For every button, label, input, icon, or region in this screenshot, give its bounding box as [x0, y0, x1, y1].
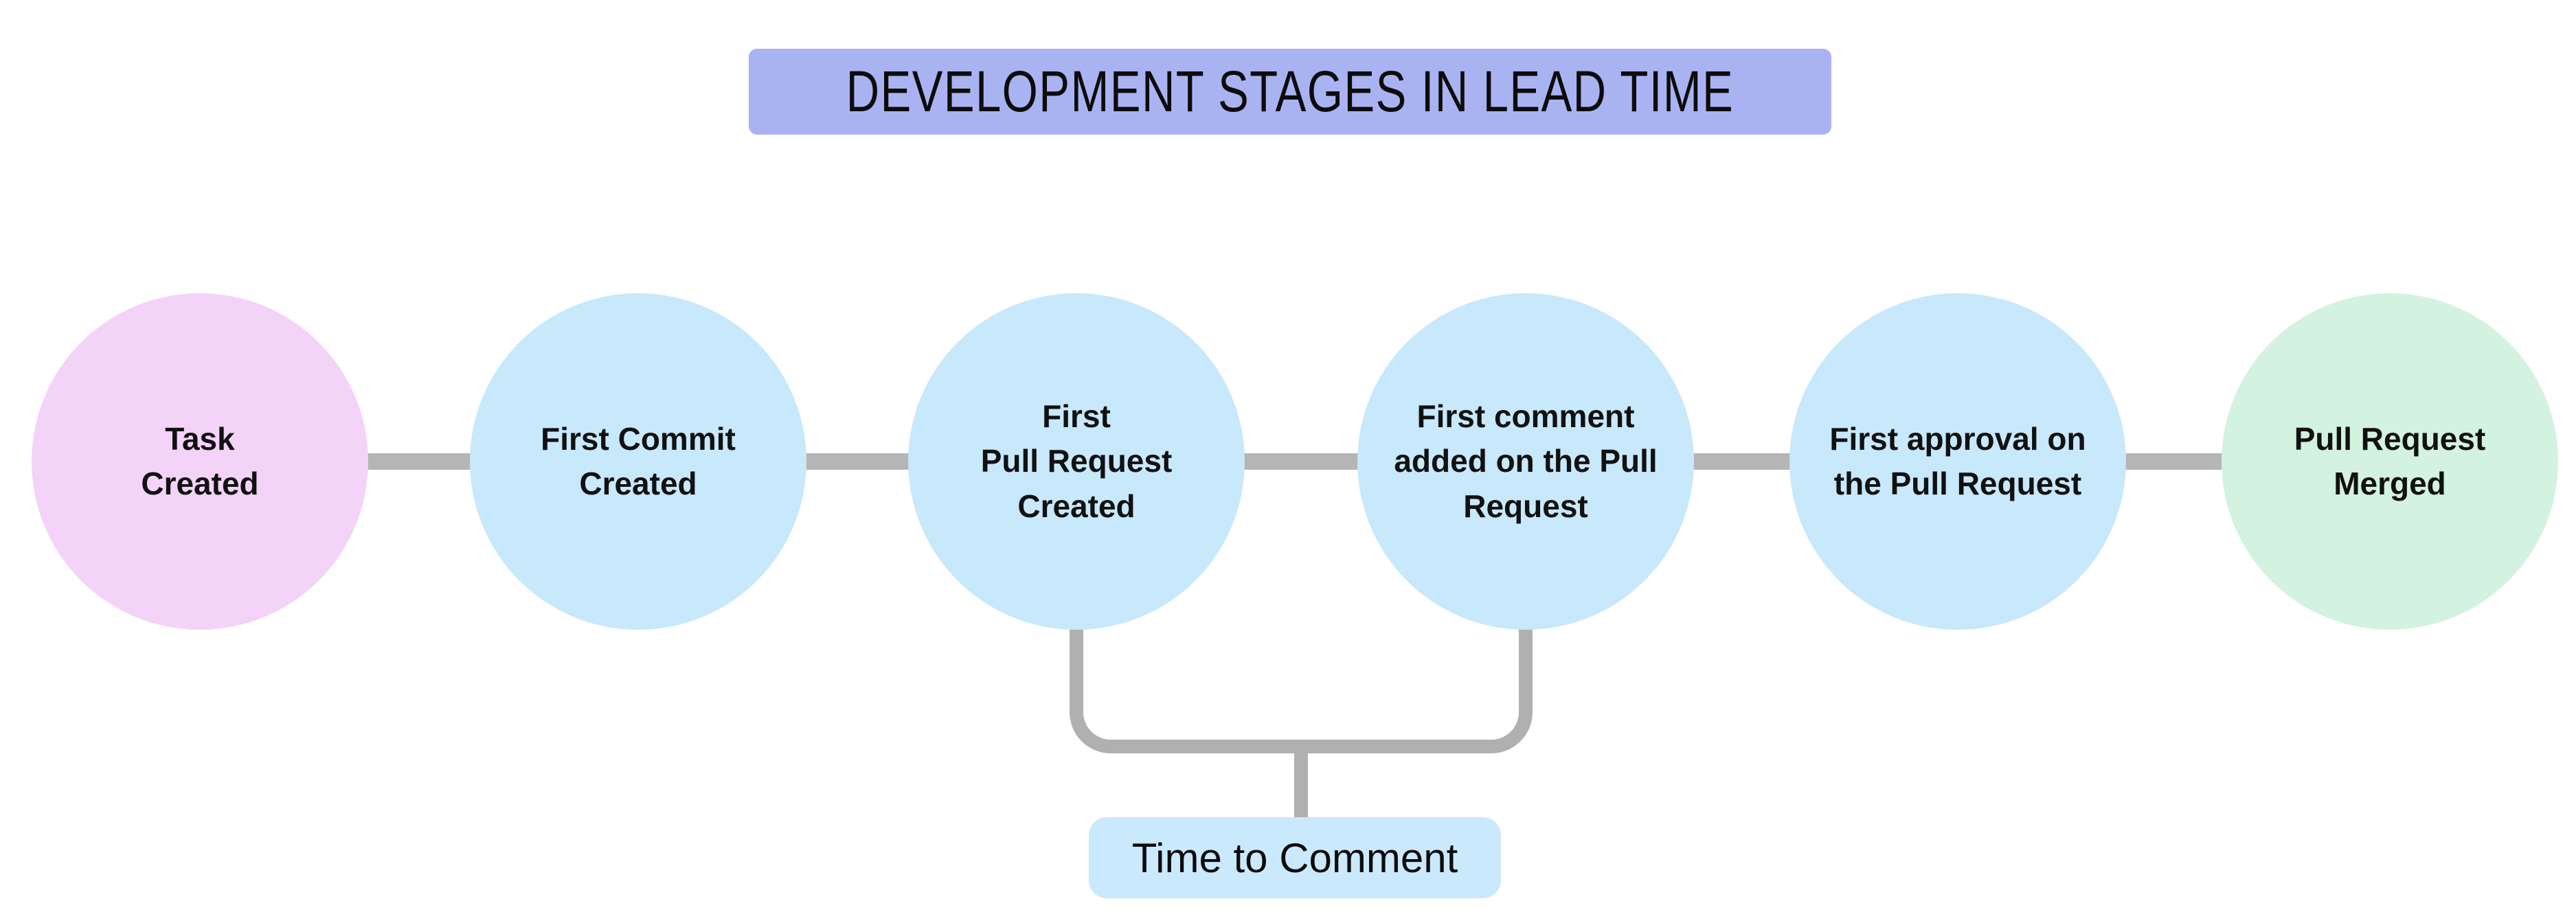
stage-label: First comment added on the Pull Request [1394, 398, 1658, 524]
bracket-stem [1294, 751, 1308, 819]
stage-label: First approval on the Pull Request [1829, 420, 2086, 501]
stage-circle-task-created: Task Created [32, 293, 368, 630]
stage-label: First Pull Request Created [980, 398, 1173, 524]
stage-label: Pull Request Merged [2294, 420, 2486, 501]
time-to-comment-label: Time to Comment [1089, 817, 1501, 898]
stage-circle-first-pull-request: First Pull Request Created [908, 293, 1245, 630]
stage-label: Task Created [141, 420, 259, 501]
bracket-connector [1070, 618, 1533, 753]
annotation-text: Time to Comment [1131, 834, 1458, 881]
page-title: DEVELOPMENT STAGES IN LEAD TIME [846, 59, 1735, 124]
stage-circle-first-commit: First Commit Created [470, 293, 806, 630]
stage-circle-first-approval: First approval on the Pull Request [1789, 293, 2126, 630]
stage-circle-first-comment: First comment added on the Pull Request [1357, 293, 1694, 630]
stage-circle-pr-merged: Pull Request Merged [2222, 293, 2558, 630]
stage-label: First Commit Created [541, 420, 736, 501]
title-banner: DEVELOPMENT STAGES IN LEAD TIME [749, 49, 1831, 135]
